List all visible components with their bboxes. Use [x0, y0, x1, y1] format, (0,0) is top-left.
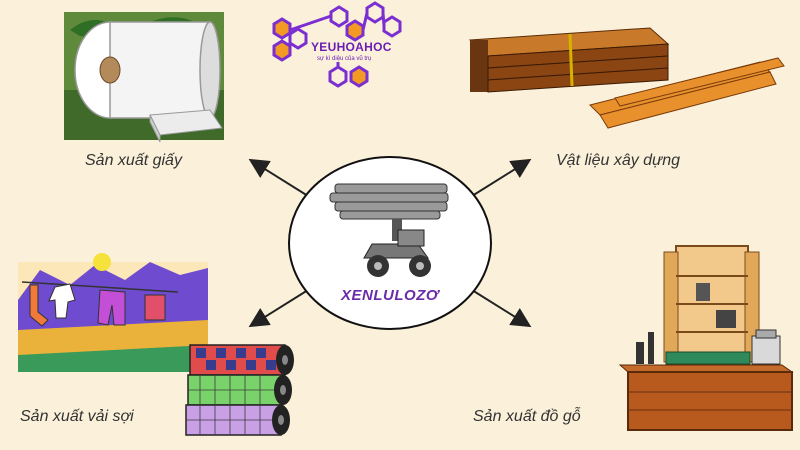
label-paper-production: Sản xuất giấy: [85, 152, 182, 169]
label-furniture-production: Sản xuất đồ gỗ: [473, 408, 581, 425]
paper-roll-icon: [64, 12, 224, 143]
log-loader-icon: [329, 183, 449, 277]
wooden-furniture-icon: [618, 245, 794, 431]
lumber-planks-icon: [468, 27, 785, 129]
arrow-to-furniture: [471, 289, 532, 328]
arrow-to-construction: [471, 158, 532, 197]
fabric-rolls-icon: [18, 253, 294, 436]
arrow-to-textile: [248, 289, 309, 328]
logo-name: YEUHOAHOC: [311, 40, 392, 54]
logo-icon: [272, 1, 402, 88]
arrow-to-paper: [248, 158, 309, 197]
logo-tagline: sự kì diệu của vũ trụ: [317, 56, 372, 62]
label-construction-materials: Vật liệu xây dựng: [556, 152, 680, 169]
center-title: XENLULOZƠ: [341, 287, 439, 304]
label-textile-production: Sản xuất vải sợi: [20, 408, 134, 425]
arrows: [248, 158, 532, 328]
